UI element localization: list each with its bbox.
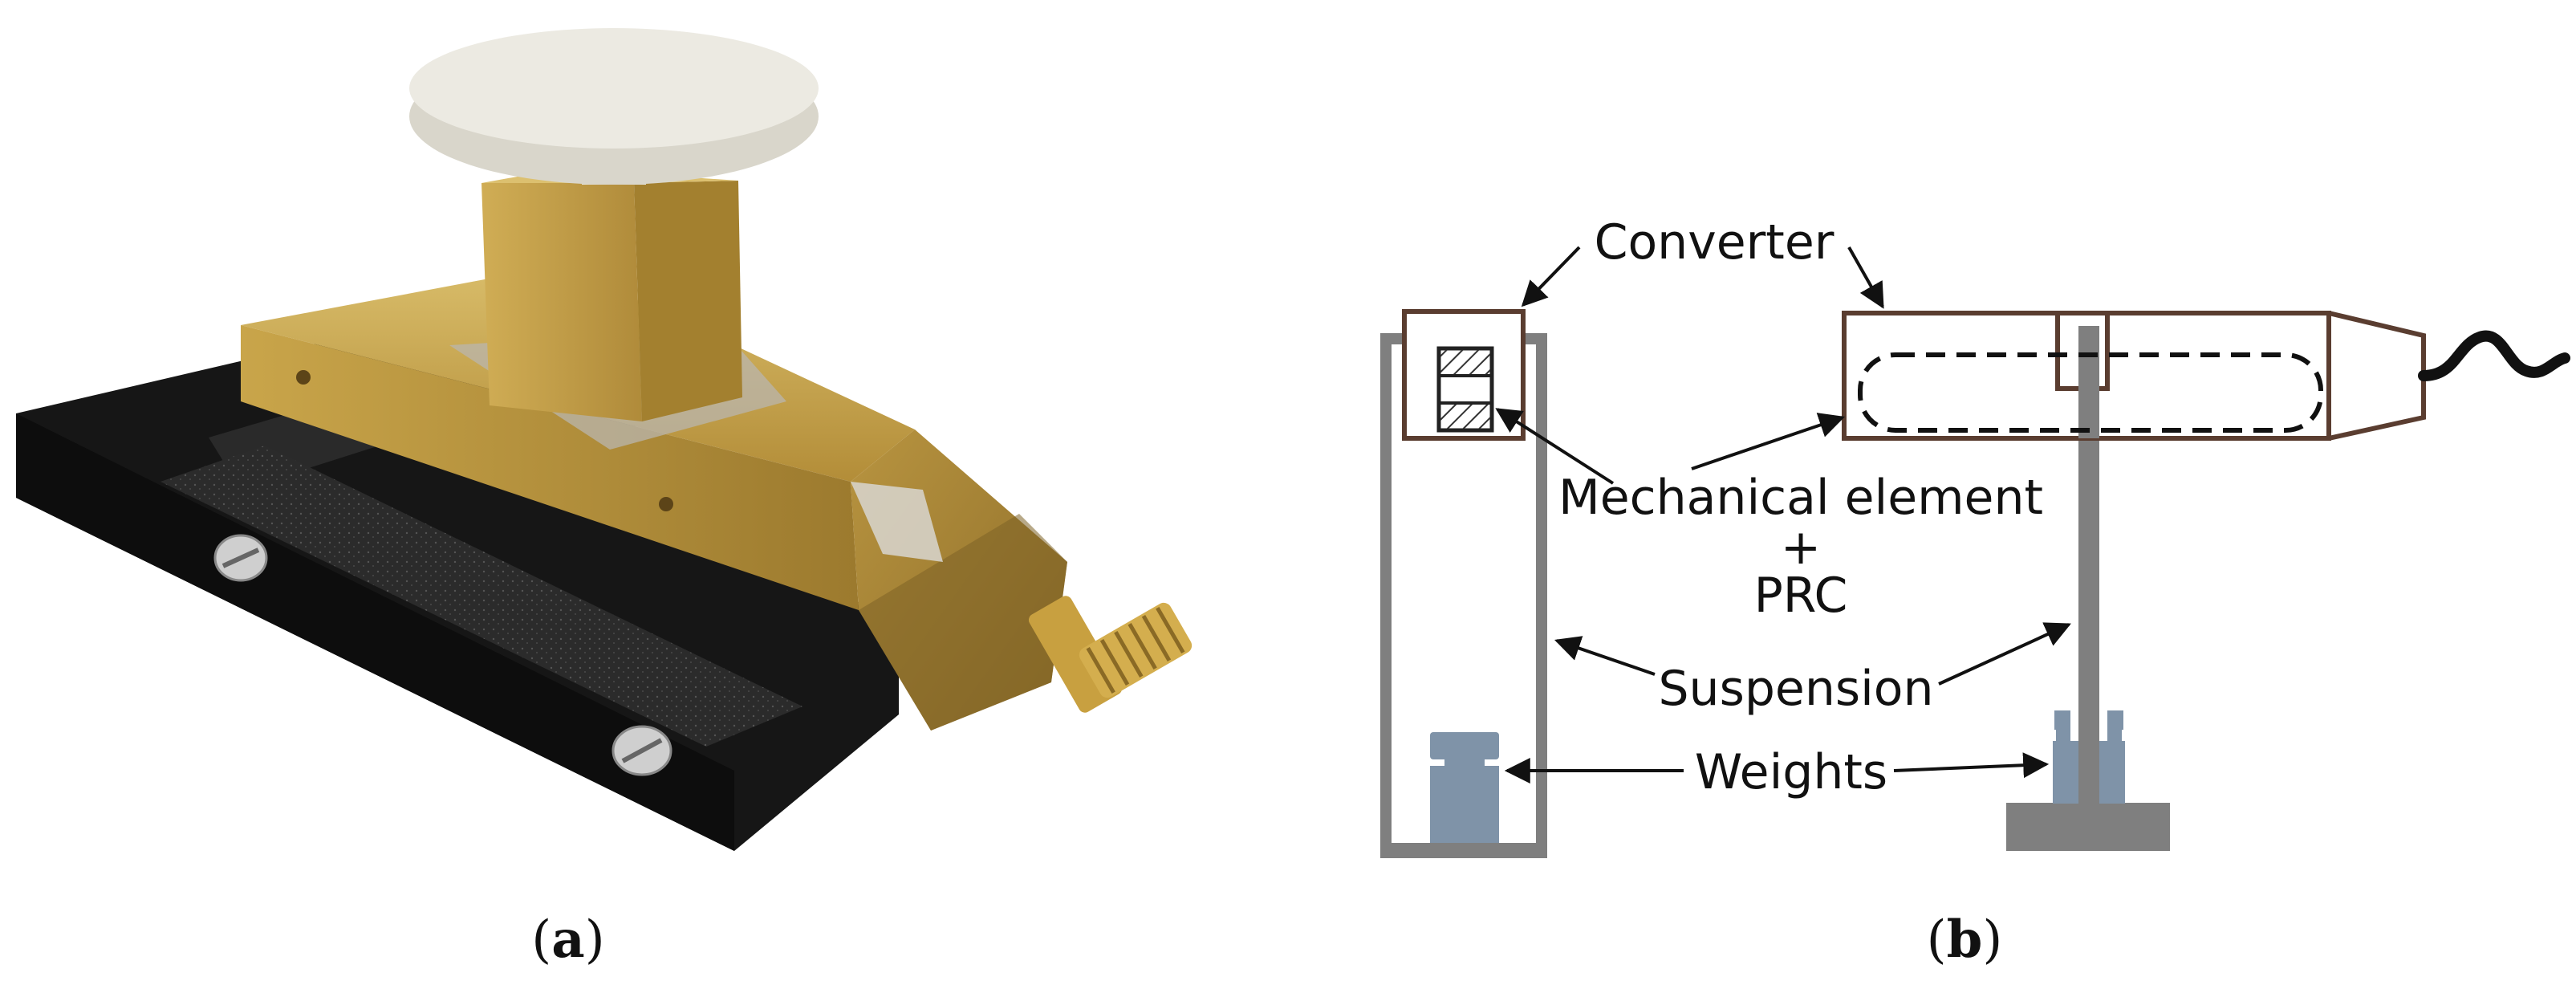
- screw-icon: [611, 725, 672, 776]
- upper-block-front: [481, 183, 642, 421]
- sma-connector: [1028, 596, 1193, 713]
- brass-housing-side: [241, 325, 859, 610]
- arrow-weights-right: [1893, 752, 2050, 779]
- arrow-mech-left: [1495, 408, 1615, 485]
- label-plus: +: [1781, 519, 1821, 576]
- suspension-base-right: [2006, 803, 2170, 851]
- solder-joint: [851, 482, 943, 562]
- arrow-converter-right: [1847, 246, 1884, 309]
- panel-caption-b: (b): [1927, 910, 2003, 970]
- arrow-suspension-right: [1938, 622, 2071, 686]
- white-knob-top: [409, 28, 819, 149]
- base-plate-side: [16, 413, 734, 851]
- mechanical-element-left: [1436, 346, 1494, 433]
- arrow-suspension-left: [1554, 636, 1656, 676]
- weight-right: [2053, 710, 2125, 804]
- suspension-rod-right-top: [2078, 326, 2099, 438]
- brass-housing-tip: [859, 514, 1067, 731]
- cable: [2418, 330, 2570, 381]
- upper-block-side: [634, 181, 742, 421]
- schematic: Converter Mechanical element + PRC Suspe…: [1380, 214, 2570, 858]
- rivet-icon: [659, 497, 673, 511]
- rivet-icon: [296, 370, 311, 385]
- converter-right: [1842, 311, 2426, 441]
- arrow-mech-right: [1691, 413, 1846, 470]
- abrasive-strip: [160, 446, 802, 747]
- label-converter: Converter: [1595, 214, 1834, 271]
- photo-sensor-device: [16, 28, 1193, 851]
- screw-icon: [213, 534, 268, 582]
- label-weights: Weights: [1695, 744, 1887, 800]
- suspension-base-left: [1382, 843, 1546, 856]
- label-mechanical-element: Mechanical element: [1558, 470, 2043, 526]
- panel-caption-a: (a): [531, 910, 604, 970]
- mechanical-element-right: [1858, 352, 2323, 433]
- arrow-converter-left: [1521, 246, 1581, 307]
- label-prc: PRC: [1754, 568, 1848, 624]
- weight-left: [1430, 732, 1499, 843]
- label-suspension: Suspension: [1658, 661, 1933, 717]
